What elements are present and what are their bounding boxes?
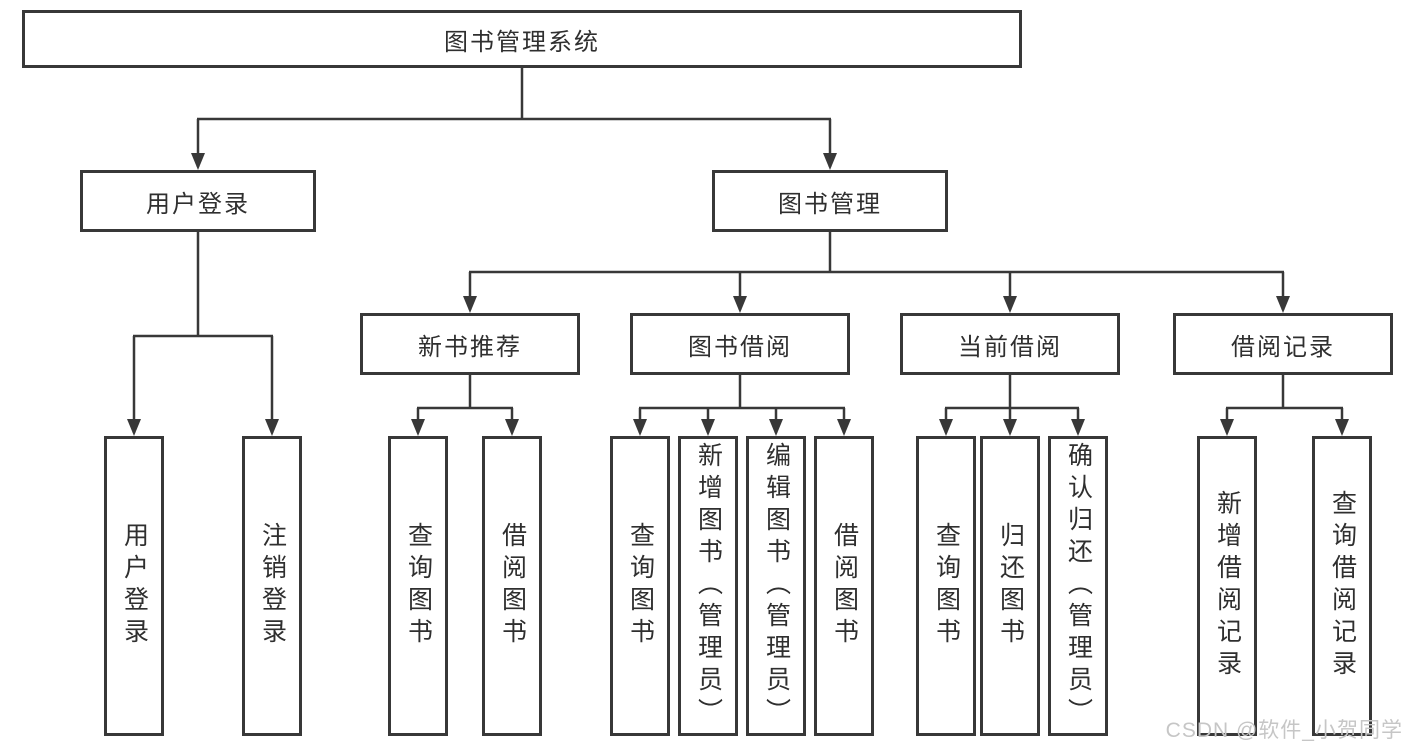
node-label: 新增图书（管理员） [694, 442, 723, 730]
node-label: 查询图书 [404, 522, 433, 650]
leaf-borrow-books-borrowing: 借阅图书 [814, 436, 874, 736]
node-label: 图书借阅 [688, 333, 792, 361]
node-book-borrowing: 图书借阅 [630, 313, 850, 375]
node-current-borrowing: 当前借阅 [900, 313, 1120, 375]
leaf-query-books-current: 查询图书 [916, 436, 976, 736]
node-borrowing-records: 借阅记录 [1173, 313, 1393, 375]
node-book-management: 图书管理 [712, 170, 948, 232]
node-label: 查询图书 [626, 522, 655, 650]
node-label: 确认归还（管理员） [1064, 442, 1093, 730]
node-label: 归还图书 [996, 522, 1025, 650]
node-label: 借阅图书 [830, 522, 859, 650]
node-label: 用户登录 [120, 522, 149, 650]
node-label: 查询图书 [932, 522, 961, 650]
node-label: 借阅记录 [1231, 333, 1335, 361]
leaf-logout-login: 注销登录 [242, 436, 302, 736]
node-book-management-system: 图书管理系统 [22, 10, 1022, 68]
node-label: 图书管理系统 [444, 28, 600, 56]
node-user-login: 用户登录 [80, 170, 316, 232]
node-label: 编辑图书（管理员） [762, 442, 791, 730]
leaf-return-books: 归还图书 [980, 436, 1040, 736]
csdn-watermark: CSDN @软件_小贺同学 [1165, 719, 1403, 742]
leaf-query-borrow-record: 查询借阅记录 [1312, 436, 1372, 736]
leaf-user-login: 用户登录 [104, 436, 164, 736]
node-label: 查询借阅记录 [1328, 490, 1357, 682]
leaf-query-books-recommend: 查询图书 [388, 436, 448, 736]
leaf-add-borrow-record: 新增借阅记录 [1197, 436, 1257, 736]
leaf-confirm-return-admin: 确认归还（管理员） [1048, 436, 1108, 736]
leaf-query-books-borrowing: 查询图书 [610, 436, 670, 736]
leaf-add-books-admin: 新增图书（管理员） [678, 436, 738, 736]
leaf-edit-books-admin: 编辑图书（管理员） [746, 436, 806, 736]
leaf-borrow-books-recommend: 借阅图书 [482, 436, 542, 736]
node-label: 借阅图书 [498, 522, 527, 650]
node-label: 用户登录 [146, 190, 250, 218]
node-label: 注销登录 [258, 522, 287, 650]
node-label: 新增借阅记录 [1213, 490, 1242, 682]
node-label: 当前借阅 [958, 333, 1062, 361]
node-label: 图书管理 [778, 190, 882, 218]
node-new-book-recommend: 新书推荐 [360, 313, 580, 375]
node-label: 新书推荐 [418, 333, 522, 361]
